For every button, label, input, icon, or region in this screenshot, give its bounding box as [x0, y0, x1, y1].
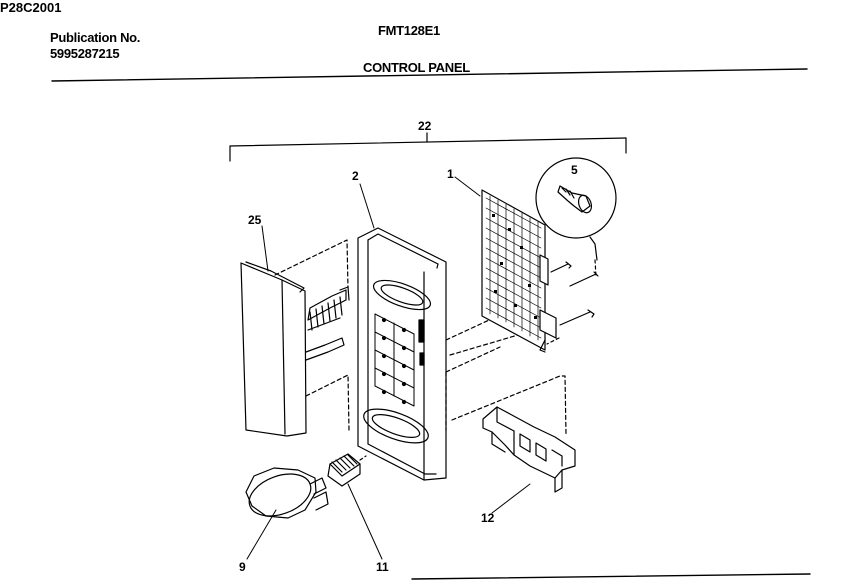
- circuit-board-part: [481, 189, 599, 353]
- control-panel-frame-part: [357, 227, 567, 481]
- knob-part: [245, 467, 329, 519]
- publication-number: 5995287215: [50, 46, 120, 61]
- header-rule: [51, 68, 808, 82]
- latch-lever-part: [482, 406, 576, 493]
- publication-label: Publication No.: [50, 30, 141, 45]
- callout-1: 1: [447, 167, 454, 181]
- figure-code: P28C2001: [0, 0, 62, 15]
- callout-12: 12: [481, 511, 495, 525]
- callout-11: 11: [376, 560, 389, 574]
- leader-lines: [246, 176, 531, 560]
- callout-9: 9: [239, 560, 246, 574]
- callout-5: 5: [571, 163, 578, 177]
- callout-22: 22: [418, 119, 432, 133]
- callout-25: 25: [248, 213, 262, 227]
- screw-detail-part: [535, 157, 617, 261]
- spring-part: [327, 453, 367, 487]
- callout-2: 2: [352, 169, 359, 183]
- model-number: FMT128E1: [378, 23, 440, 38]
- assembly-bracket: [229, 132, 627, 162]
- cover-panel-part: [240, 239, 350, 437]
- footer-rule: [411, 573, 811, 580]
- section-title: CONTROL PANEL: [363, 60, 470, 75]
